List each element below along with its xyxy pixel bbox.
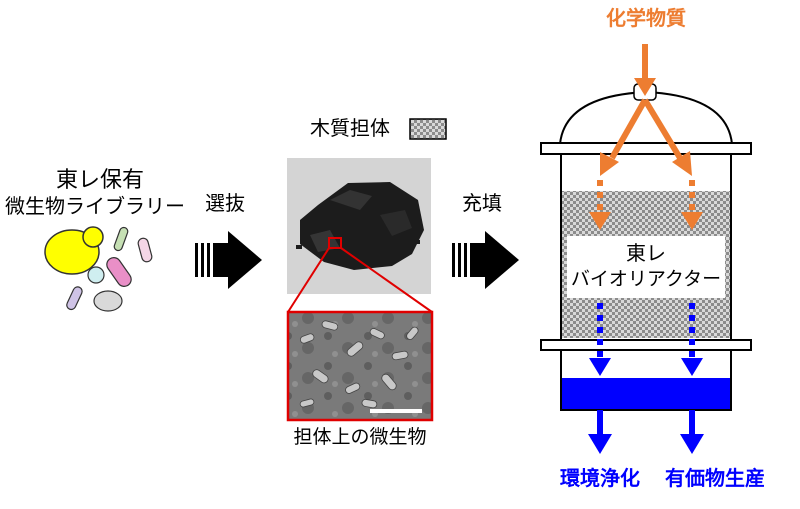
reactor-label-box xyxy=(567,236,725,298)
carrier-legend-swatch xyxy=(409,118,447,140)
library-title-line1: 東レ保有 xyxy=(55,168,144,193)
chemical-input-flow xyxy=(589,44,703,230)
library-title-line2: 微生物ライブラリー xyxy=(5,194,185,218)
microbe-micrograph xyxy=(286,310,434,422)
output-flow xyxy=(588,303,704,454)
reactor-treated-liquid xyxy=(562,378,730,409)
reactor-top-flange xyxy=(540,142,752,155)
select-step-label: 選抜 xyxy=(205,191,245,215)
chemical-label: 化学物質 xyxy=(606,6,686,30)
select-arrow xyxy=(195,231,262,289)
microbe-caption: 担体上の微生物 xyxy=(293,426,427,448)
reactor-label-line1: 東レ xyxy=(626,241,666,265)
reactor-label-line2: バイオリアクター xyxy=(570,268,722,290)
fill-step-label: 充填 xyxy=(462,191,502,215)
microbe-library-illustration xyxy=(44,226,153,312)
carrier-label: 木質担体 xyxy=(310,116,390,140)
bioreactor xyxy=(540,83,752,411)
fill-arrow xyxy=(452,231,519,289)
wood-carrier-photo xyxy=(287,158,431,294)
output-environment-label: 環境浄化 xyxy=(560,466,640,490)
output-product-label: 有価物生産 xyxy=(665,466,765,490)
zoom-lines xyxy=(287,247,433,313)
reactor-bottom-flange xyxy=(540,339,752,351)
